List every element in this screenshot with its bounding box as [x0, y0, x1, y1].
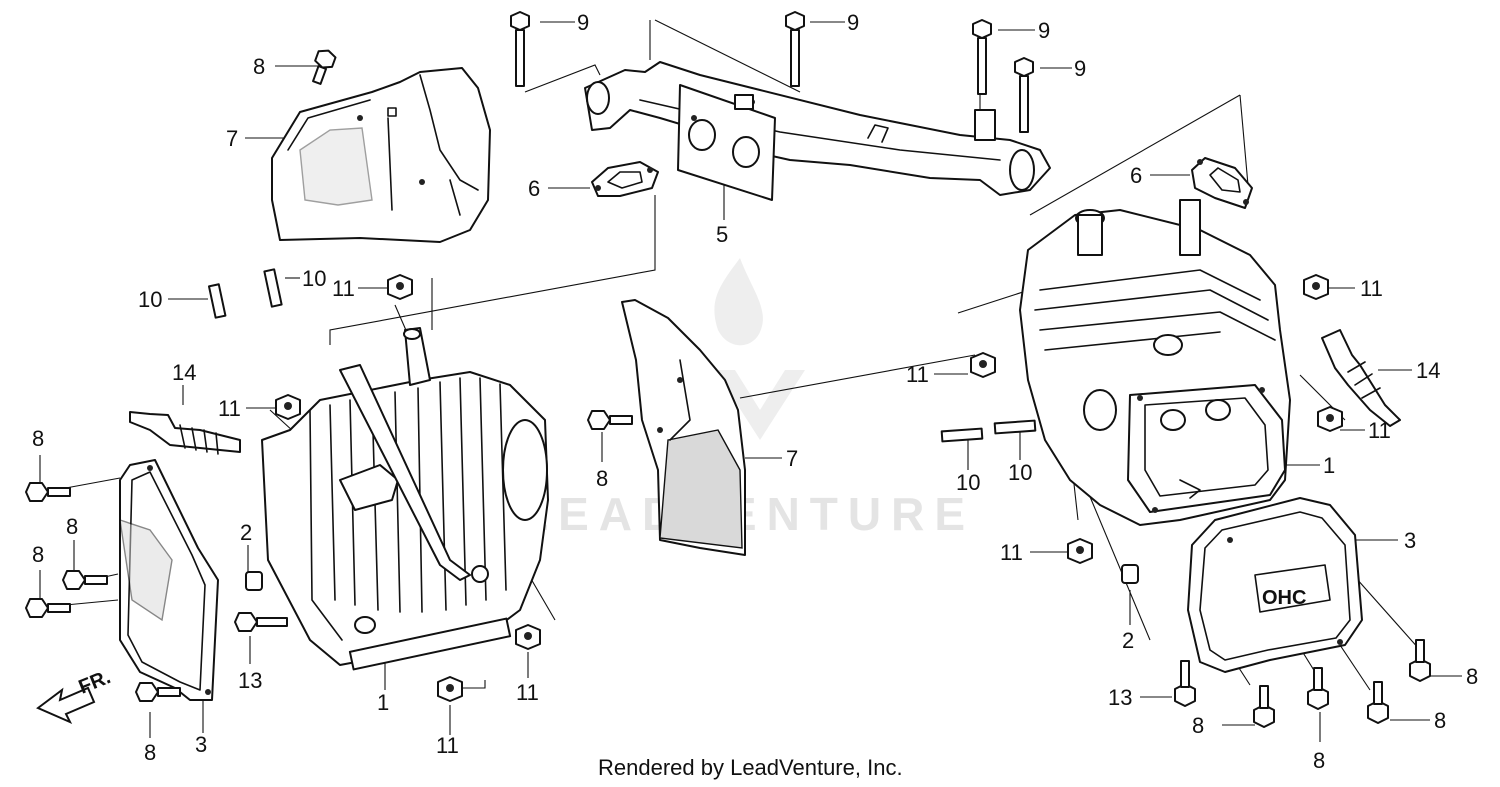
nuts: [245, 274, 1343, 702]
air-shroud-lower: [621, 299, 746, 556]
callout-label-c11h: 11: [1000, 540, 1023, 565]
callout-label-c6a: 6: [528, 176, 540, 201]
callout-label-c11e: 11: [1368, 418, 1391, 443]
callout-label-c2b: 2: [1122, 628, 1134, 653]
callout-label-c9a: 9: [577, 10, 589, 35]
callout-label-c11a: 11: [332, 276, 355, 301]
callout-label-c5: 5: [716, 222, 728, 247]
callout-label-c8e: 8: [32, 542, 44, 567]
callout-label-c11f: 11: [436, 733, 459, 758]
bolts: [25, 11, 1431, 728]
callout-label-c8h: 8: [1313, 748, 1325, 773]
front-direction-label: FR.: [76, 666, 114, 698]
callout-label-c11g: 11: [516, 680, 539, 705]
cover-emboss-text: OHC: [1262, 587, 1306, 609]
air-shroud-upper: [271, 67, 491, 243]
callout-label-c3b: 3: [1404, 528, 1416, 553]
gasket-left: [591, 161, 659, 197]
callout-label-c6b: 6: [1130, 163, 1142, 188]
credit-text: Rendered by LeadVenture, Inc.: [598, 755, 903, 780]
callout-label-c8j: 8: [1466, 664, 1478, 689]
front-direction-arrow: FR.: [36, 666, 114, 725]
callout-label-c10d: 10: [1008, 460, 1032, 485]
valve-cover-right: OHC: [1187, 497, 1363, 673]
callout-label-c14a: 14: [172, 360, 196, 385]
callout-label-c8g: 8: [1192, 713, 1204, 738]
spark-plug-left: [129, 411, 241, 455]
callout-label-c8a: 8: [253, 54, 265, 79]
valve-cover-left: [119, 459, 219, 701]
callout-label-c10c: 10: [956, 470, 980, 495]
callout-label-c8f: 8: [144, 740, 156, 765]
callout-label-c10b: 10: [302, 266, 326, 291]
watermark: LEADVENTURE: [520, 258, 975, 540]
callout-label-c1a: 1: [1323, 453, 1335, 478]
callout-label-c9d: 9: [1074, 56, 1086, 81]
callout-label-c8b: 8: [596, 466, 608, 491]
cylinder-head-left: [261, 327, 549, 671]
gasket-right: [1191, 157, 1253, 209]
callout-label-c2a: 2: [240, 520, 252, 545]
callout-label-c3a: 3: [195, 732, 207, 757]
callout-label-c7b: 7: [786, 446, 798, 471]
watermark-text: LEADVENTURE: [520, 488, 975, 540]
callout-label-c8d: 8: [66, 514, 78, 539]
callout-label-c13b: 13: [1108, 685, 1132, 710]
callout-label-c10a: 10: [138, 287, 162, 312]
callout-label-c8c: 8: [32, 426, 44, 451]
callout-label-c11d: 11: [906, 362, 929, 387]
callout-label-c11c: 11: [1360, 276, 1383, 301]
callout-label-c9b: 9: [847, 10, 859, 35]
callout-label-c14b: 14: [1416, 358, 1440, 383]
intake-manifold: [584, 61, 1051, 201]
callout-label-c8i: 8: [1434, 708, 1446, 733]
callout-label-c9c: 9: [1038, 18, 1050, 43]
spark-plug-right: [1321, 329, 1401, 427]
callout-label-c13a: 13: [238, 668, 262, 693]
cylinder-head-right: [1019, 199, 1291, 526]
studs: [207, 268, 1037, 443]
callout-label-c7a: 7: [226, 126, 238, 151]
callout-label-c11b: 11: [218, 396, 241, 421]
callout-label-c1b: 1: [377, 690, 389, 715]
